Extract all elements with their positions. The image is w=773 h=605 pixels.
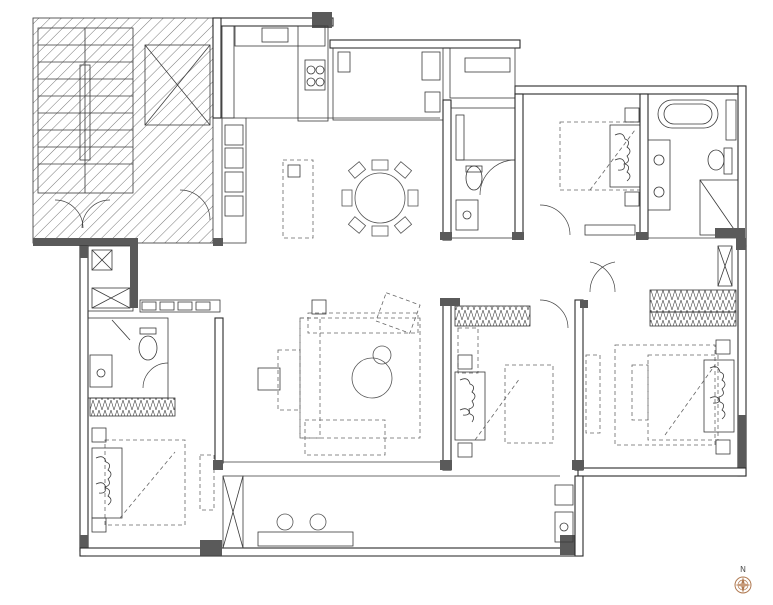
bedroom-right — [589, 245, 737, 455]
stair-core — [32, 17, 214, 246]
kitchen — [221, 25, 440, 244]
living-room — [223, 292, 440, 463]
interior-walls — [80, 228, 746, 470]
dining-area — [282, 159, 419, 239]
master-bedroom — [514, 93, 649, 240]
bedroom-left — [89, 317, 224, 533]
bedroom-middle — [442, 299, 601, 471]
laundry-room — [332, 47, 516, 241]
compass-north-label: N — [740, 565, 746, 574]
master-bathroom — [640, 99, 745, 239]
compass: N — [734, 565, 752, 594]
storage-and-bath-left — [87, 245, 221, 399]
bathroom-shared — [450, 107, 516, 239]
exterior-walls — [79, 12, 747, 557]
balcony — [86, 475, 580, 557]
